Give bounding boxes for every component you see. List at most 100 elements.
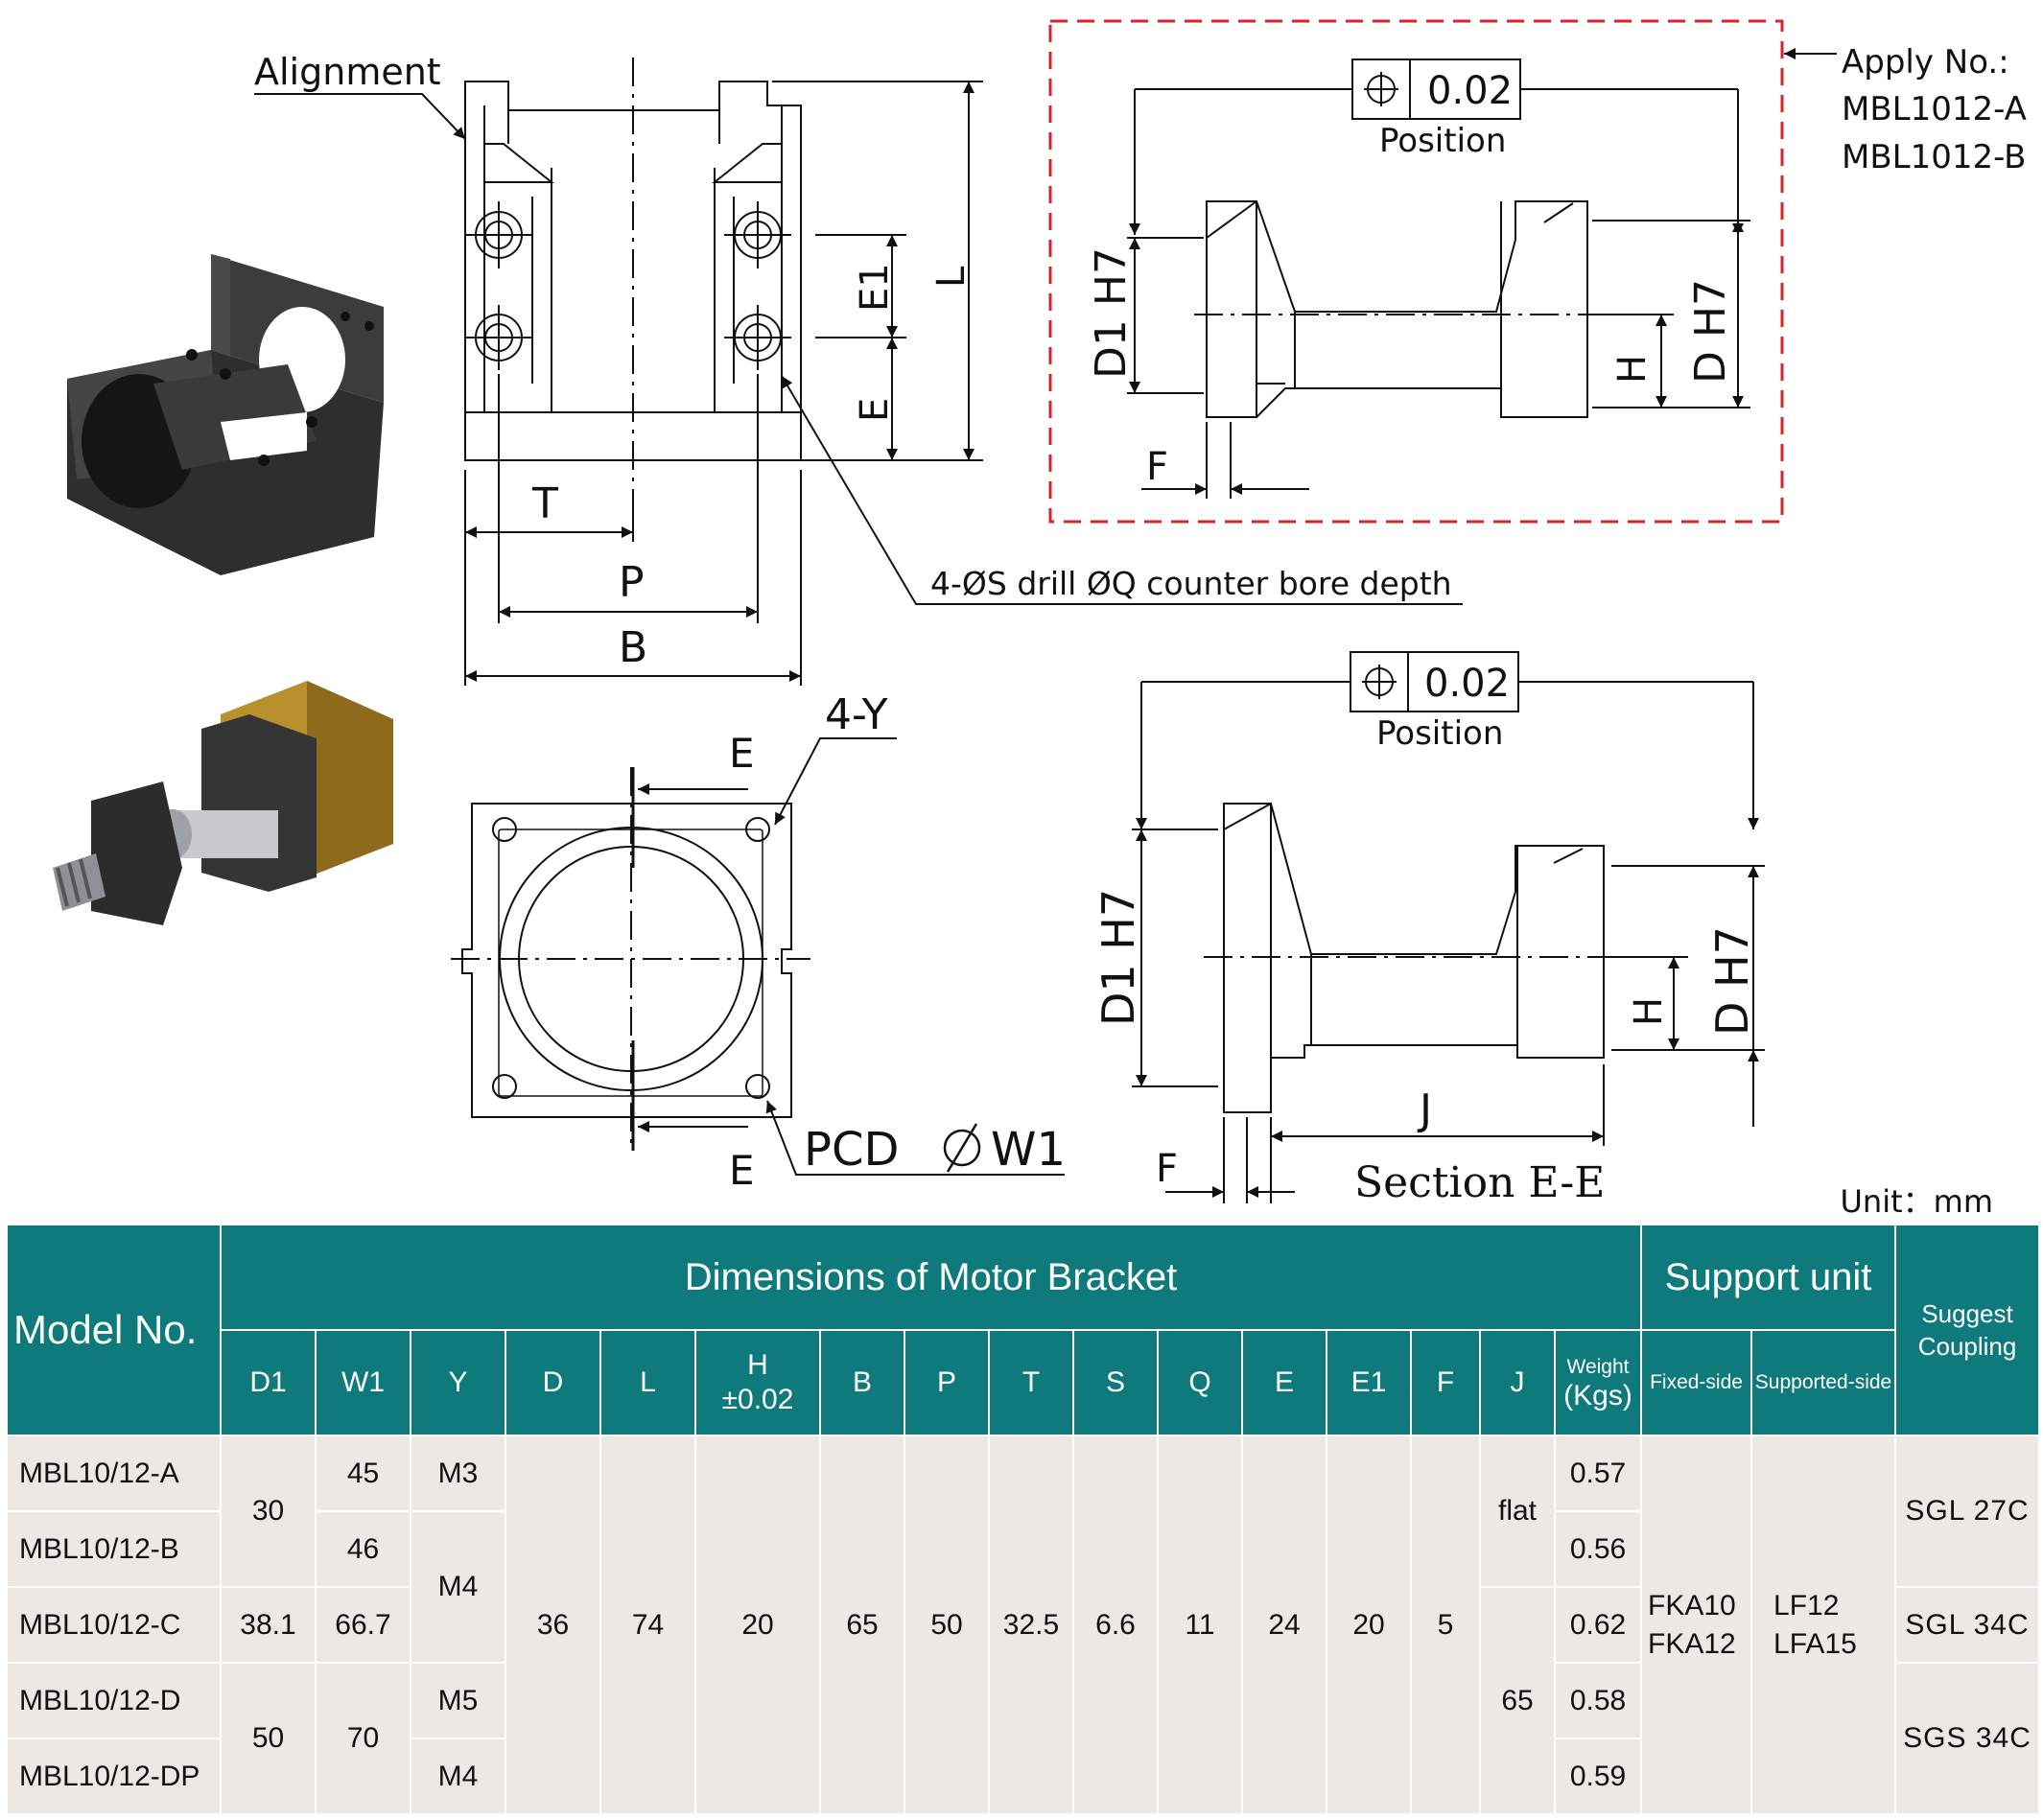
w1-cell: 70 xyxy=(315,1662,411,1815)
w1-cell: 45 xyxy=(315,1435,411,1512)
dim-d1h7-top: D1 H7 xyxy=(1087,247,1136,379)
fixed-side-cell: FKA10 FKA12 xyxy=(1640,1435,1753,1815)
weight-cell: 0.62 xyxy=(1553,1586,1643,1664)
table-row: MBL10/12-C 38.1 66.7 65 0.62 SGL 34C xyxy=(6,1586,2041,1815)
y-cell: M4 xyxy=(410,1510,506,1664)
f-cell: 5 xyxy=(1410,1435,1481,1815)
col-fixed-side: Fixed-side xyxy=(1640,1329,1753,1436)
tolerance-value-top: 0.02 xyxy=(1427,69,1513,113)
fixed-side-value: FKA12 xyxy=(1648,1627,1736,1660)
col-supported-side: Supported-side xyxy=(1750,1329,1897,1436)
dim-e-label-plate-top: E xyxy=(729,730,755,777)
position-label-top: Position xyxy=(1379,122,1506,160)
b-cell: 65 xyxy=(819,1435,905,1815)
col-e1: E1 xyxy=(1326,1329,1412,1436)
spec-table: Model No. Dimensions of Motor Bracket Su… xyxy=(6,1224,2041,1815)
col-h: H ±0.02 xyxy=(694,1329,821,1436)
section-view-ee xyxy=(1132,651,1765,1203)
w1-cell: 46 xyxy=(315,1510,411,1588)
j-cell: 65 xyxy=(1479,1586,1556,1815)
dim-dh7-top: D H7 xyxy=(1686,279,1735,384)
dim-e-label-plate-bottom: E xyxy=(729,1147,755,1194)
coupling-header-line1: Suggest xyxy=(1921,1299,2013,1328)
dim-f-top: F xyxy=(1146,445,1168,489)
dim-l-label: L xyxy=(929,266,974,288)
dim-t-label: T xyxy=(531,479,558,528)
bracket-product-image xyxy=(67,254,384,575)
col-e: E xyxy=(1241,1329,1327,1436)
diameter-symbol-icon xyxy=(943,1123,981,1173)
table-row: MBL10/12-B 46 M4 0.56 xyxy=(6,1510,2039,1664)
coupling-cell: SGL 27C xyxy=(1894,1435,2041,1588)
t-cell: 32.5 xyxy=(988,1435,1074,1815)
supported-side-cell: LF12 LFA15 xyxy=(1750,1435,1897,1815)
col-y: Y xyxy=(410,1329,506,1436)
w1-cell: 66.7 xyxy=(315,1586,411,1664)
coupling-cell: SGS 34C xyxy=(1894,1662,2041,1815)
assembly-product-image xyxy=(53,681,393,925)
apply-box xyxy=(1048,19,1784,524)
dim-4y-label: 4-Y xyxy=(825,690,888,739)
model-cell: MBL10/12-B xyxy=(6,1510,222,1588)
e-cell: 24 xyxy=(1241,1435,1327,1815)
d1-cell: 30 xyxy=(220,1435,317,1588)
dim-j-ee: J xyxy=(1417,1085,1432,1134)
supported-side-value: LF12 xyxy=(1773,1589,1840,1622)
pcd-label: PCD xyxy=(804,1123,899,1177)
e1-cell: 20 xyxy=(1326,1435,1412,1815)
dim-p-label: P xyxy=(619,558,645,607)
dim-e1-label: E1 xyxy=(853,263,897,312)
col-l: L xyxy=(599,1329,696,1436)
col-p: P xyxy=(904,1329,990,1436)
unit-label: Unit：mm xyxy=(1840,1183,1994,1220)
col-h-line1: H xyxy=(747,1349,768,1381)
model-cell: MBL10/12-C xyxy=(6,1586,222,1664)
plate-view xyxy=(451,737,1065,1176)
tolerance-value-ee: 0.02 xyxy=(1424,662,1510,706)
w1-label: W1 xyxy=(991,1123,1066,1177)
model-header: Model No. xyxy=(6,1224,222,1436)
col-f: F xyxy=(1410,1329,1481,1436)
weight-cell: 0.57 xyxy=(1553,1435,1643,1512)
alignment-label: Alignment xyxy=(254,51,441,93)
col-b: B xyxy=(819,1329,905,1436)
support-unit-header: Support unit xyxy=(1640,1224,1897,1331)
front-view xyxy=(254,58,1463,686)
y-cell: M4 xyxy=(410,1738,506,1815)
coupling-cell: SGL 34C xyxy=(1894,1586,2041,1664)
d1-cell: 50 xyxy=(220,1662,317,1815)
col-weight-line1: Weight xyxy=(1566,1355,1630,1378)
l-cell: 74 xyxy=(599,1435,696,1815)
coupling-header-line2: Coupling xyxy=(1917,1332,2017,1361)
col-h-line2: ±0.02 xyxy=(721,1384,794,1415)
apply-model-a: MBL1012-A xyxy=(1842,90,2027,128)
table-row: MBL10/12-D 50 70 M5 0.58 SGS 34C xyxy=(6,1662,2041,1815)
y-cell: M3 xyxy=(410,1435,506,1512)
col-weight: Weight (Kgs) xyxy=(1553,1329,1643,1436)
apply-model-b: MBL1012-B xyxy=(1842,138,2027,176)
dim-d1h7-ee: D1 H7 xyxy=(1092,889,1144,1026)
j-cell: flat xyxy=(1479,1435,1556,1588)
d1-cell: 38.1 xyxy=(220,1586,317,1664)
dim-dh7-ee: D H7 xyxy=(1706,926,1758,1036)
dim-h-ee: H xyxy=(1627,997,1671,1026)
fixed-side-value: FKA10 xyxy=(1648,1589,1736,1622)
apply-title: Apply No.: xyxy=(1842,43,2009,82)
coupling-header: Suggest Coupling xyxy=(1894,1224,2041,1436)
col-s: S xyxy=(1072,1329,1159,1436)
col-q: Q xyxy=(1157,1329,1243,1436)
q-cell: 11 xyxy=(1157,1435,1243,1815)
drill-note: 4-ØS drill ØQ counter bore depth xyxy=(930,565,1452,602)
dim-f-ee: F xyxy=(1156,1147,1178,1191)
col-weight-line2: (Kgs) xyxy=(1563,1379,1632,1412)
weight-cell: 0.59 xyxy=(1553,1738,1643,1815)
section-view-top xyxy=(1127,58,1750,499)
model-cell: MBL10/12-A xyxy=(6,1435,222,1512)
s-cell: 6.6 xyxy=(1072,1435,1159,1815)
dim-h-top: H xyxy=(1610,355,1655,384)
col-d1: D1 xyxy=(220,1329,317,1436)
dim-e-label-front: E xyxy=(853,398,897,422)
model-cell: MBL10/12-D xyxy=(6,1662,222,1739)
supported-side-value: LFA15 xyxy=(1773,1627,1857,1660)
col-j: J xyxy=(1479,1329,1556,1436)
